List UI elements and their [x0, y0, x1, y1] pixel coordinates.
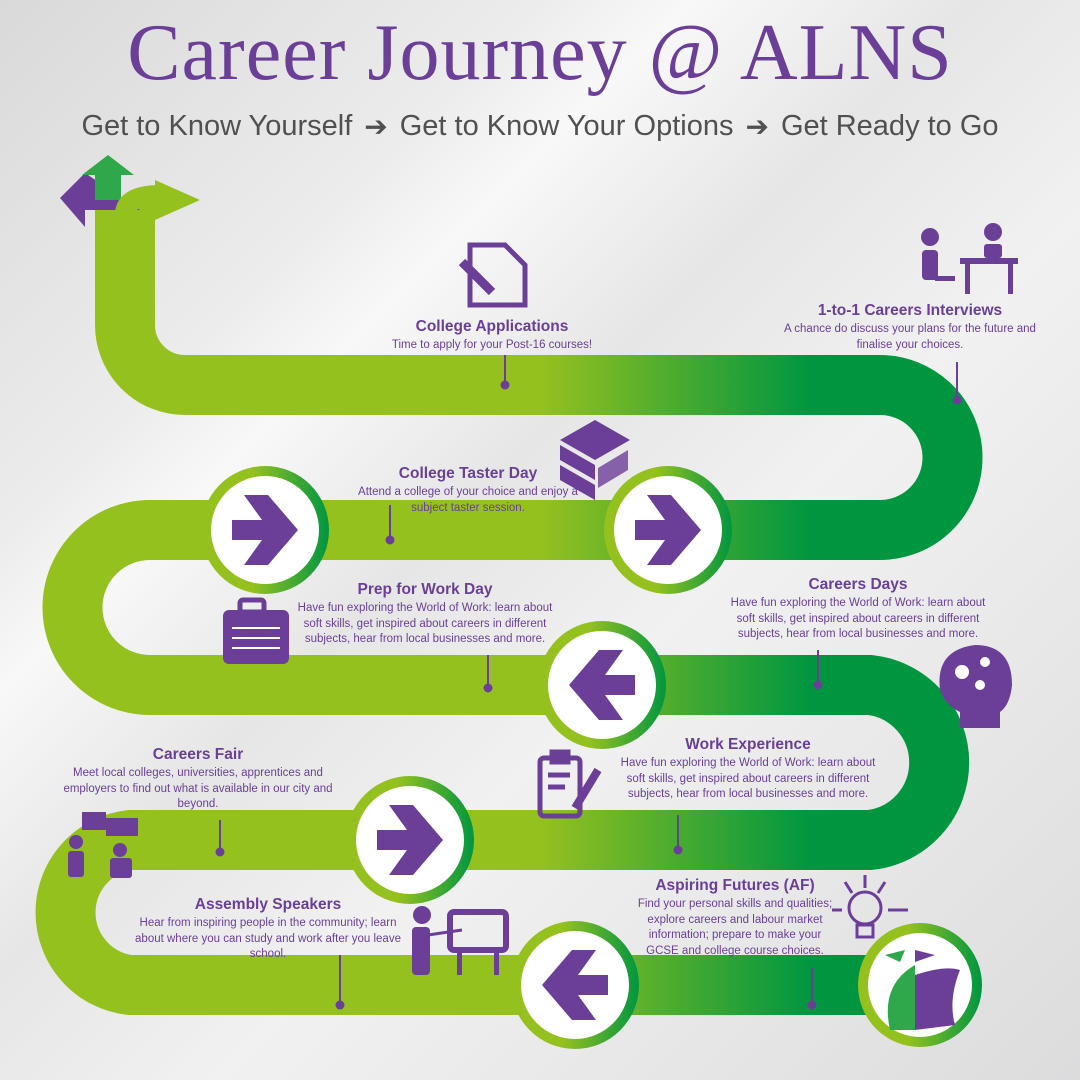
milestone-title: Prep for Work Day — [357, 581, 493, 598]
milestone-title: Careers Days — [808, 576, 908, 593]
milestone-description: Time to apply for your Post-16 courses! — [391, 339, 593, 351]
road-path — [35, 205, 983, 1015]
step-know-options: Get to Know Your Options — [399, 110, 734, 142]
direction-arrows-icon — [60, 155, 200, 227]
school-logo — [858, 923, 982, 1047]
milestone-aspiring-futures: Aspiring Futures (AF) Find your personal … — [633, 877, 838, 959]
milestone-description: Hear from inspiring people in the commun… — [135, 917, 401, 960]
milestone-description: A chance do discuss your plans for the f… — [784, 323, 1036, 351]
arrow-left-icon — [511, 921, 639, 1049]
milestone-description: Meet local colleges, universities, appre… — [63, 767, 333, 810]
milestone-description: Have fun exploring the World of Work: le… — [297, 602, 553, 645]
milestone-description: Have fun exploring the World of Work: le… — [730, 597, 986, 640]
arrow-right-icon: ➔ — [745, 111, 769, 142]
timeline-pins — [215, 355, 962, 1010]
document-pencil-icon — [458, 242, 528, 308]
arrow-left-icon — [538, 621, 666, 749]
milestone-title: Careers Fair — [152, 746, 244, 763]
step-know-yourself: Get to Know Yourself — [81, 110, 353, 142]
lightbulb-icon — [832, 875, 908, 939]
arrow-right-icon — [604, 466, 732, 594]
subtitle: Get to Know Yourself ➔ Get to Know Your … — [0, 110, 1080, 143]
milestone-title: Work Experience — [685, 736, 811, 753]
interview-icon — [921, 223, 1018, 294]
head-gears-icon — [939, 645, 1012, 728]
people-talking-icon — [68, 812, 138, 878]
milestone-careers-interviews: 1-to-1 Careers Interviews A chance do dis… — [780, 302, 1040, 353]
milestone-title: College Taster Day — [398, 465, 538, 482]
milestone-title: College Applications — [415, 318, 569, 335]
milestone-title: Assembly Speakers — [194, 896, 342, 913]
books-icon — [560, 420, 630, 500]
milestone-description: Attend a college of your choice and enjo… — [358, 486, 578, 514]
milestone-title: Aspiring Futures (AF) — [655, 877, 815, 894]
arrow-right-icon — [201, 466, 329, 594]
milestone-description: Have fun exploring the World of Work: le… — [620, 757, 876, 800]
clipboard-icon — [537, 749, 602, 819]
arrow-right-icon — [346, 776, 474, 904]
milestone-description: Find your personal skills and qualities;… — [637, 898, 833, 957]
page-title: Career Journey @ ALNS — [127, 9, 953, 97]
briefcase-icon — [223, 597, 289, 664]
step-get-ready: Get Ready to Go — [780, 110, 999, 142]
presenter-icon — [412, 906, 509, 975]
arrow-right-icon: ➔ — [364, 111, 388, 142]
milestone-title: 1-to-1 Careers Interviews — [817, 302, 1003, 319]
